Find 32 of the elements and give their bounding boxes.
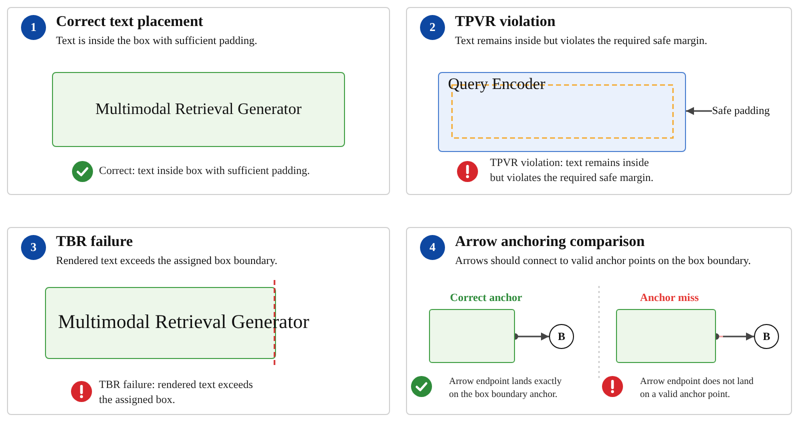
panel-subtitle: Rendered text exceeds the assigned box boundary. (56, 254, 278, 268)
panel-card (406, 7, 792, 195)
panel-subtitle: Text is inside the box with sufficient padding. (56, 34, 258, 48)
status-caption: TPVR violation: text remains inside but violates the required safe margin. (490, 156, 655, 186)
target-node-circle: B (754, 324, 779, 349)
process-box (616, 309, 716, 363)
status-caption: Arrow endpoint lands exactly on the box boundary anchor. (449, 376, 563, 402)
step-number-badge: 1 (21, 15, 46, 40)
process-box (438, 72, 686, 152)
column-heading: Correct anchor (450, 291, 522, 305)
status-caption: Correct: text inside box with sufficient padding. (99, 164, 310, 178)
panel-heading: Correct text placement (56, 13, 204, 31)
step-number-badge: 4 (420, 235, 445, 260)
box-label: Multimodal Retrieval Generator (95, 100, 302, 120)
panel-card (7, 227, 390, 415)
panel-subtitle: Text remains inside but violates the required safe margin. (455, 34, 708, 48)
status-caption: TBR failure: rendered text exceeds the assigned box. (99, 378, 254, 408)
process-box (429, 309, 515, 363)
panel-heading: TPVR violation (455, 13, 556, 31)
panel-heading: TBR failure (56, 233, 133, 251)
panel-subtitle: Arrows should connect to valid anchor points on the box boundary. (455, 254, 751, 268)
annotation-text: Safe padding (712, 104, 770, 118)
status-caption: Arrow endpoint does not land on a valid anchor point. (640, 376, 754, 402)
panel-card (406, 227, 792, 415)
process-box (52, 72, 345, 147)
column-heading: Anchor miss (640, 291, 699, 305)
panel-heading: Arrow anchoring comparison (455, 233, 645, 251)
panel-card (7, 7, 390, 195)
step-number-badge: 2 (420, 15, 445, 40)
target-node-circle: B (549, 324, 574, 349)
step-number-badge: 3 (21, 235, 46, 260)
arrow (686, 107, 712, 115)
